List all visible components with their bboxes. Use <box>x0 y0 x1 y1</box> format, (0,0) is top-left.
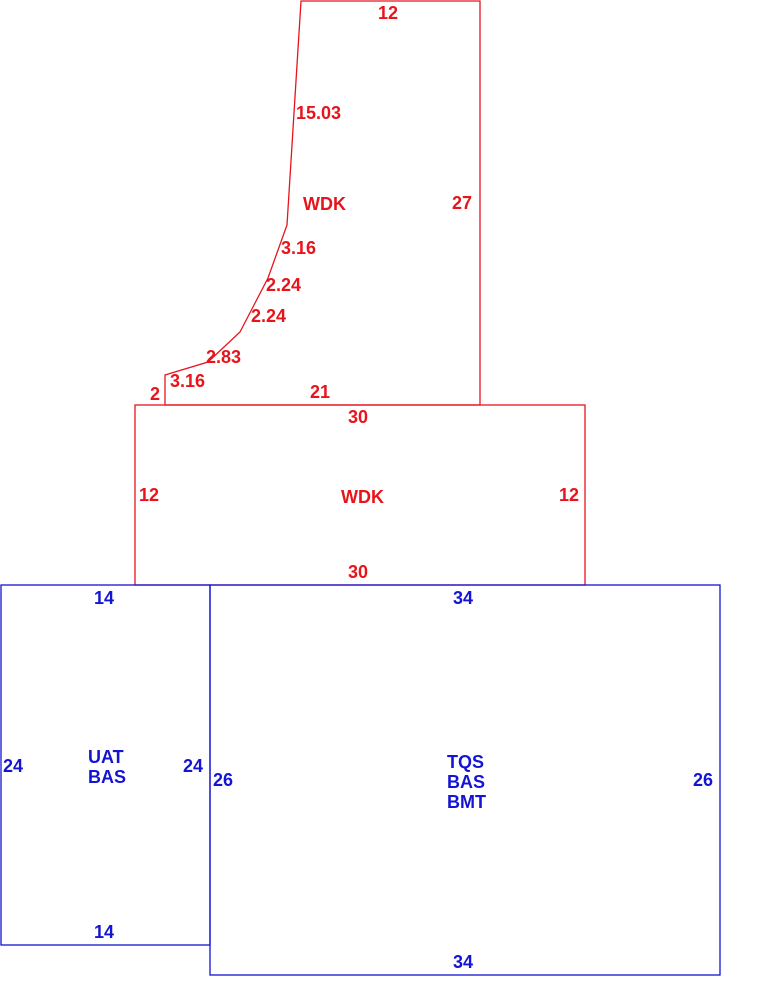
main-room-label-1: TQS <box>447 752 484 772</box>
seg4-dim: 2.83 <box>206 347 241 367</box>
upper-deck-outline <box>164 0 481 406</box>
seg5-dim: 3.16 <box>170 371 205 391</box>
main-room-left-dim: 26 <box>213 770 233 790</box>
middle-deck-right-dim: 12 <box>559 485 579 505</box>
upper-deck-label: WDK <box>303 194 346 214</box>
left-room-bottom-dim: 14 <box>94 922 114 942</box>
upper-deck-left-dim: 15.03 <box>296 103 341 123</box>
left-room-top-dim: 14 <box>94 588 114 608</box>
left-room-label-2: BAS <box>88 767 126 787</box>
main-room-outline <box>209 584 721 976</box>
middle-deck-label: WDK <box>341 487 384 507</box>
main-room-right-dim: 26 <box>693 770 713 790</box>
seg2-dim: 2.24 <box>266 275 301 295</box>
middle-deck-top-dim: 30 <box>348 407 368 427</box>
seg1-dim: 3.16 <box>281 238 316 258</box>
upper-deck-right-dim: 27 <box>452 193 472 213</box>
middle-deck-left-dim: 12 <box>139 485 159 505</box>
seg6-dim: 2 <box>150 384 160 404</box>
left-room-right-dim: 24 <box>183 756 203 776</box>
middle-deck-bottom-dim: 30 <box>348 562 368 582</box>
seg3-dim: 2.24 <box>251 306 286 326</box>
left-room-label-1: UAT <box>88 747 124 767</box>
main-room-label-2: BAS <box>447 772 485 792</box>
left-room-left-dim: 24 <box>3 756 23 776</box>
main-room-label-3: BMT <box>447 792 486 812</box>
upper-deck-bottom-dim: 21 <box>310 382 330 402</box>
main-room-bottom-dim: 34 <box>453 952 473 972</box>
main-room-top-dim: 34 <box>453 588 473 608</box>
upper-deck-top-dim: 12 <box>378 3 398 23</box>
